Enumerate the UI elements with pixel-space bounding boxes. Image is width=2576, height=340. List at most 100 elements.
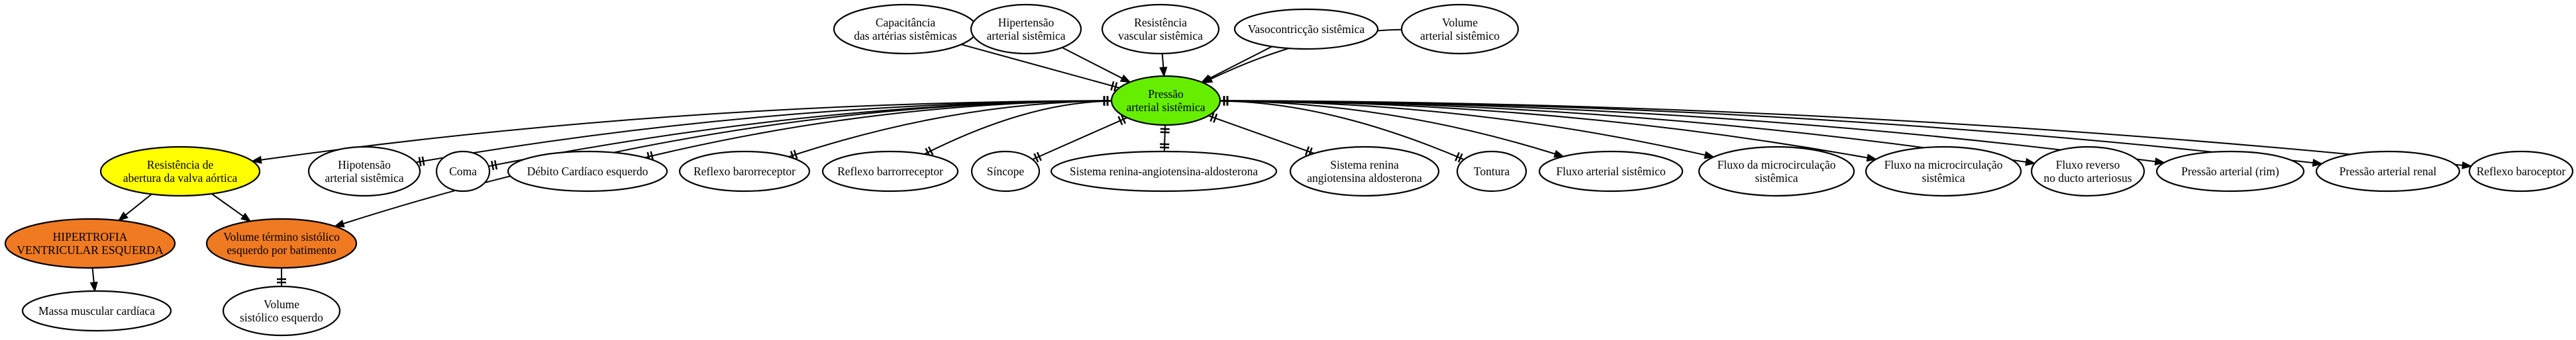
edge-line — [1219, 100, 2463, 166]
tee-mark — [650, 151, 654, 161]
node-label: Resistência — [1134, 16, 1187, 29]
tee-mark — [1113, 82, 1118, 92]
node-label: Volume término sistólico — [223, 230, 340, 243]
node-debito: Débito Cardíaco esquerdo — [507, 150, 668, 192]
node-ellipse — [1400, 3, 1520, 55]
node-label: Pressão arterial (rim) — [2181, 165, 2279, 178]
node-label: Pressão arterial renal — [2340, 165, 2437, 178]
node-label: Débito Cardíaco esquerdo — [527, 165, 648, 178]
node-label: sistêmica — [1755, 171, 1798, 185]
node-ellipse — [1101, 3, 1220, 55]
tee-mark — [1110, 81, 1115, 91]
node-label: Reflexo barrorreceptor — [837, 165, 943, 178]
tee-mark — [418, 157, 422, 167]
arrow-head — [1866, 153, 1878, 162]
edge-line — [1062, 47, 1123, 79]
edge-pressao-central-to-reflexo-baro-2 — [923, 96, 1112, 157]
node-label: arterial sistêmica — [1126, 101, 1205, 114]
node-label: das artérias sistêmicas — [854, 29, 957, 42]
node-ellipse — [678, 150, 811, 192]
edge-vasoconstricao-to-pressao-central — [1200, 46, 1272, 83]
node-label: VENTRICULAR ESQUERDA — [17, 243, 164, 257]
node-label: esquerdo por batimento — [227, 243, 336, 257]
node-ellipse — [307, 146, 421, 197]
edge-line — [1208, 114, 1315, 154]
edge-pressao-central-to-sincope — [1032, 114, 1127, 163]
node-ellipse — [1698, 146, 1855, 197]
node-ellipse — [1865, 146, 2022, 197]
edge-line — [1208, 46, 1272, 79]
node-label: no ducto arteriosus — [2043, 171, 2132, 185]
edge-line — [125, 193, 152, 216]
node-ellipse — [435, 150, 491, 192]
edge-resistencia-vascular-to-pressao-central — [1159, 53, 1168, 78]
node-label: arterial sistêmica — [325, 171, 403, 185]
arrow-head — [2312, 159, 2324, 167]
node-pressao-rim: Pressão arterial (rim) — [2155, 150, 2305, 192]
node-label: Hipotensão — [338, 158, 391, 171]
node-label: Fluxo na microcirculação — [1884, 158, 2003, 171]
tee-mark — [1117, 116, 1123, 126]
tee-mark — [1457, 153, 1463, 163]
node-ellipse — [1289, 146, 1440, 197]
node-label: Resistência de — [147, 158, 214, 171]
edge-line — [91, 267, 95, 284]
node-ellipse — [2315, 150, 2461, 192]
edge-line — [960, 44, 1120, 89]
arrow-head — [117, 211, 129, 222]
arrow-head — [2025, 157, 2036, 166]
edge-capacitancia-to-pressao-central — [960, 44, 1120, 92]
arrow-head — [240, 212, 252, 222]
node-ellipse — [970, 150, 1041, 192]
node-reflexo-baroceptor: Reflexo baroceptor — [2468, 150, 2574, 192]
tee-mark — [927, 146, 934, 155]
node-label: abertura da valva aórtica — [123, 171, 238, 185]
edge-line — [260, 100, 1112, 161]
tee-mark — [1213, 113, 1218, 123]
arrow-head — [1704, 151, 1716, 159]
arrow-head — [89, 281, 98, 293]
edge-line — [211, 193, 244, 218]
node-ellipse — [2030, 146, 2145, 197]
node-ellipse — [970, 3, 1082, 55]
node-label: HIPERTROFIA — [53, 230, 128, 243]
node-label: arterial sistêmico — [1420, 29, 1500, 42]
node-label: Reflexo baroceptor — [2477, 165, 2566, 178]
edge-pressao-central-to-reflexo-baroceptor — [1219, 96, 2473, 169]
node-label: Fluxo arterial sistêmico — [1556, 165, 1665, 178]
node-reflexo-baro-2: Reflexo barrorreceptor — [821, 150, 959, 192]
tee-mark — [1120, 114, 1126, 124]
edge-hipertensao-to-pressao-central — [1062, 47, 1131, 83]
node-ellipse — [21, 290, 172, 332]
tee-mark — [793, 149, 798, 159]
node-ellipse — [1233, 8, 1379, 50]
node-label: Reflexo barorreceptor — [694, 165, 796, 178]
arrow-head — [1119, 74, 1131, 83]
node-ellipse — [1538, 150, 1684, 192]
node-ellipse — [99, 146, 261, 197]
node-label: Pressão — [1148, 87, 1184, 101]
node-ellipse — [4, 218, 176, 269]
node-ellipse — [205, 218, 358, 269]
node-label: Síncope — [987, 165, 1025, 178]
edge-pressao-central-to-sra-1 — [1159, 124, 1170, 152]
tee-mark — [490, 161, 495, 171]
tee-mark — [1305, 146, 1310, 156]
arrow-head — [251, 155, 262, 164]
edge-line — [923, 100, 1112, 155]
arrow-head — [333, 220, 345, 228]
node-ellipse — [2155, 150, 2305, 192]
